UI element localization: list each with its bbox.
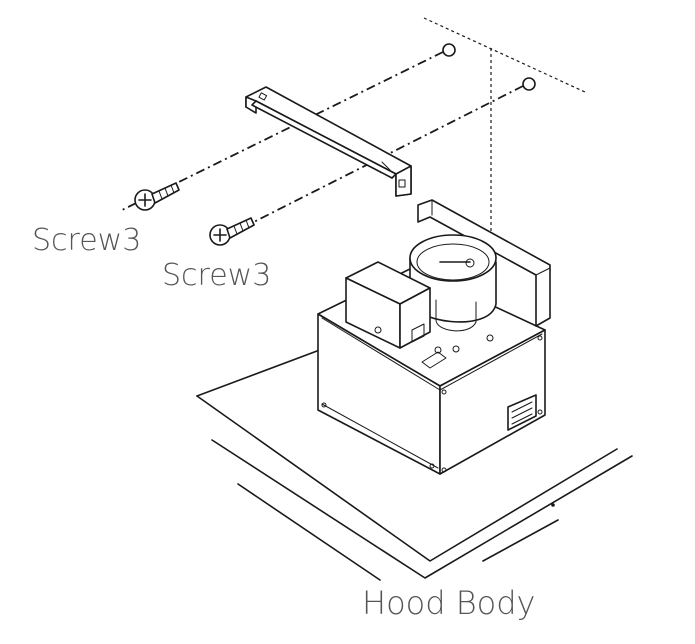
wall-reference-lines xyxy=(423,17,586,238)
wall-anchor-holes xyxy=(442,43,536,91)
screw-icon xyxy=(134,182,180,211)
hood-body-label: Hood Body xyxy=(362,584,536,622)
mounting-bracket xyxy=(245,86,412,197)
control-box xyxy=(345,261,431,349)
screw-label-top: Screw3 xyxy=(32,223,142,258)
housing-fittings xyxy=(421,334,494,369)
back-plate xyxy=(417,199,551,327)
screw-alignment-lines xyxy=(119,51,524,235)
screw-icon xyxy=(209,217,255,246)
screw-label-bottom: Screw3 xyxy=(162,258,272,293)
duct-collar xyxy=(409,234,497,332)
